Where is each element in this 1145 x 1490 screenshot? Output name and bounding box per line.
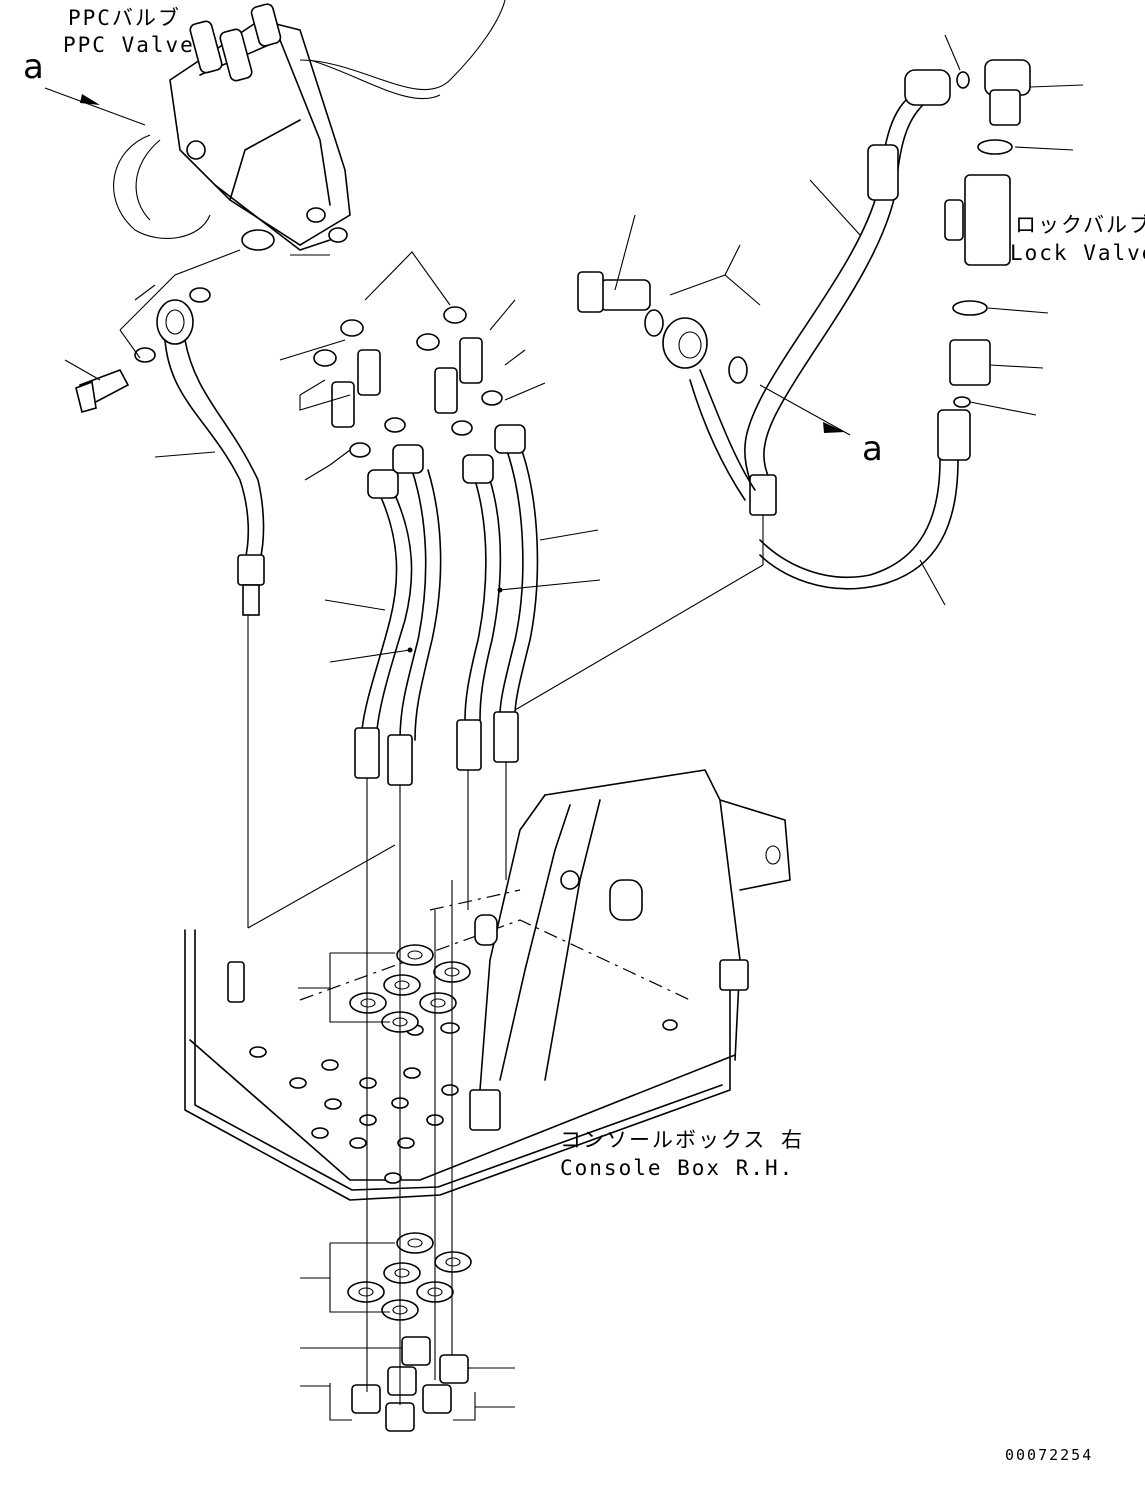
- lock-valve-label-en: Lock Valve: [1010, 241, 1145, 265]
- view-a-label-top: a: [23, 47, 44, 87]
- left-hose-assembly: [64, 249, 396, 929]
- console-box: [184, 769, 791, 1201]
- view-a-label-mid: a: [862, 429, 883, 469]
- center-fittings: [279, 251, 546, 481]
- console-box-label-en: Console Box R.H.: [560, 1156, 794, 1180]
- ppc-valve: [113, 0, 506, 251]
- center-hoses: [324, 424, 601, 786]
- console-box-label-jp: コンソールボックス 右: [560, 1128, 804, 1152]
- ppc-valve-label-jp: PPCバルブ: [68, 6, 181, 30]
- assembly-center-lines: [366, 762, 507, 1405]
- lock-valve-label-jp: ロックバルブ: [1015, 213, 1145, 237]
- lock-valve-assembly: [514, 34, 1084, 711]
- leader-lines: [298, 952, 515, 1421]
- ppc-valve-label-en: PPC Valve: [63, 33, 195, 57]
- drawing-number: 00072254: [1005, 1446, 1093, 1464]
- view-arrows: [44, 87, 845, 433]
- banjo-hose-assembly: [577, 214, 851, 501]
